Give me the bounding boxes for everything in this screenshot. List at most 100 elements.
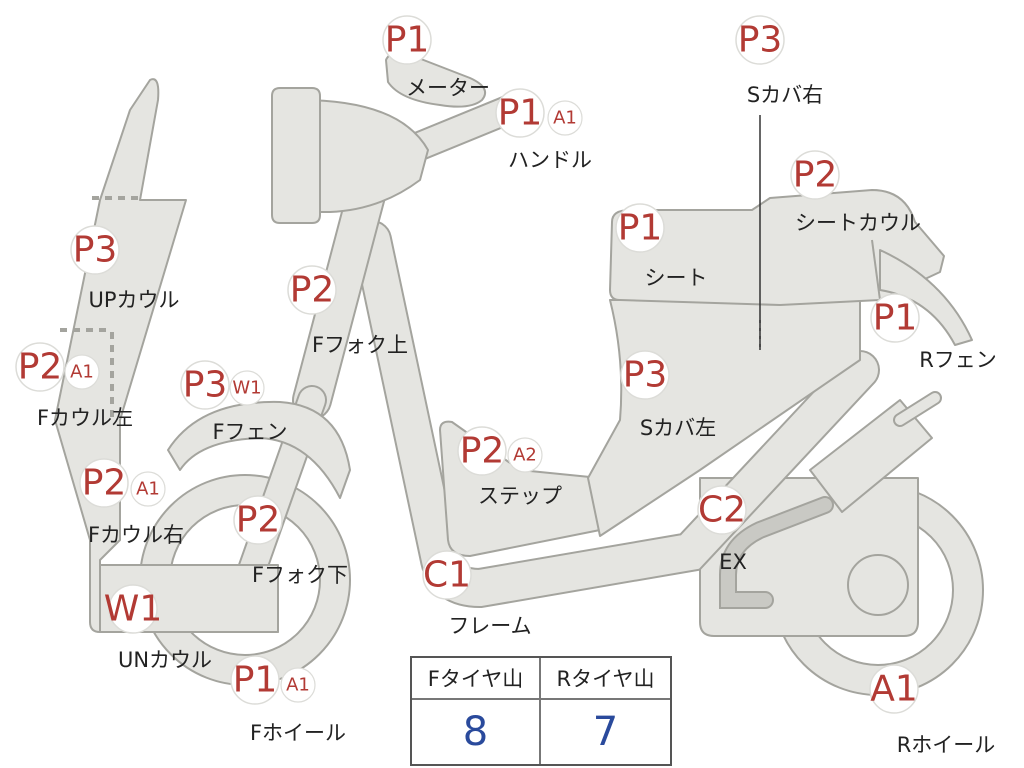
part-name-exhaust: EX xyxy=(719,550,747,574)
tire-tread-table: Fタイヤ山 Rタイヤ山 8 7 xyxy=(410,656,672,766)
part-name-f-cowl-right: Fカウル右 xyxy=(88,523,184,547)
front-fender-shape xyxy=(167,400,351,499)
grade-badge-frame: C1 xyxy=(422,550,472,600)
grade-text: P1 xyxy=(233,660,278,701)
grade-badge-f-cowl-left: P2 xyxy=(15,342,65,392)
grade-badge-step: P2 xyxy=(457,426,507,476)
rear-tire-value: 7 xyxy=(592,709,619,755)
rear-tire-header: Rタイヤ山 xyxy=(541,658,670,700)
rear-shock-shape xyxy=(809,399,933,513)
front-tire-value: 8 xyxy=(412,700,541,764)
grade-badge-f-fork-lower: P2 xyxy=(233,495,283,545)
headlight-shape xyxy=(271,87,321,224)
grade-badge-r-wheel: A1 xyxy=(869,664,919,714)
part-seat-cowl: P2 シートカウル xyxy=(790,150,921,235)
part-frame: C1 フレーム xyxy=(422,550,532,638)
grade-text: A1 xyxy=(136,479,160,500)
grade-text: P1 xyxy=(618,208,663,249)
part-seat: P1 シート xyxy=(615,203,708,290)
grade-text: W1 xyxy=(104,589,163,630)
part-name-handle: ハンドル xyxy=(508,148,592,172)
grade-text: P2 xyxy=(236,500,281,541)
part-name-step: ステップ xyxy=(478,484,562,508)
part-name-seat: シート xyxy=(645,266,708,290)
part-name-meter: メーター xyxy=(406,76,490,100)
grade-badge-up-cowl: P3 xyxy=(70,225,120,275)
grade-badge-exhaust: C2 xyxy=(697,485,747,535)
grade-badge-f-cowl-right-secondary: A1 xyxy=(130,471,166,507)
grade-text: P3 xyxy=(623,355,668,396)
grade-text: P3 xyxy=(183,365,228,406)
grade-badge-f-fork-upper: P2 xyxy=(287,265,337,315)
part-name-side-cover-right: Sカバ右 xyxy=(747,83,823,107)
grade-text: P2 xyxy=(82,463,127,504)
grade-text: A1 xyxy=(870,669,918,710)
part-name-un-cowl: UNカウル xyxy=(118,648,212,672)
grade-badge-f-wheel-secondary: A1 xyxy=(280,667,316,703)
grade-badge-un-cowl: W1 xyxy=(104,584,163,634)
grade-badge-r-fender: P1 xyxy=(870,293,920,343)
grade-text: A1 xyxy=(70,362,94,383)
grade-text: A1 xyxy=(553,108,577,129)
grade-badge-f-wheel: P1 xyxy=(230,655,280,705)
part-step: P2 A2 ステップ xyxy=(457,426,562,508)
part-name-r-wheel: Rホイール xyxy=(897,733,996,757)
part-meter: P1 メーター xyxy=(382,15,490,100)
grade-badge-handle: P1 xyxy=(495,88,545,138)
part-name-seat-cowl: シートカウル xyxy=(795,211,921,235)
grade-text: P2 xyxy=(290,270,335,311)
part-handle: P1 A1 ハンドル xyxy=(495,88,592,172)
front-tire-header: Fタイヤ山 xyxy=(412,658,541,700)
part-name-f-fork-lower: Fフォク下 xyxy=(252,563,348,587)
grade-badge-seat-cowl: P2 xyxy=(790,150,840,200)
part-name-f-wheel: Fホイール xyxy=(250,721,346,745)
grade-badge-f-cowl-left-secondary: A1 xyxy=(64,354,100,390)
part-name-f-fender: Fフェン xyxy=(212,420,287,444)
part-name-f-fork-upper: Fフォク上 xyxy=(312,333,408,357)
part-name-up-cowl: UPカウル xyxy=(88,288,179,312)
grade-badge-f-fender: P3 xyxy=(180,360,230,410)
grade-badge-side-cover-right: P3 xyxy=(735,15,785,65)
grade-badge-f-fender-secondary: W1 xyxy=(229,370,265,406)
grade-text: A1 xyxy=(286,675,310,696)
grade-badge-handle-secondary: A1 xyxy=(547,100,583,136)
steering-head-shape xyxy=(299,99,429,213)
grade-text: P1 xyxy=(873,298,918,339)
grade-badge-step-secondary: A2 xyxy=(507,437,543,473)
grade-badge-meter: P1 xyxy=(382,15,432,65)
part-name-f-cowl-left: Fカウル左 xyxy=(37,406,133,430)
grade-text: P2 xyxy=(18,347,63,388)
grade-badge-f-cowl-right: P2 xyxy=(79,458,129,508)
grade-badge-seat: P1 xyxy=(615,203,665,253)
grade-badge-side-cover-left: P3 xyxy=(620,350,670,400)
grade-text: W1 xyxy=(232,378,261,399)
grade-text: P2 xyxy=(793,155,838,196)
grade-text: P1 xyxy=(385,20,430,61)
grade-text: C2 xyxy=(698,490,746,531)
grade-text: A2 xyxy=(513,445,537,466)
grade-text: P3 xyxy=(73,230,118,271)
part-name-side-cover-left: Sカバ左 xyxy=(640,416,716,440)
grade-text: P3 xyxy=(738,20,783,61)
part-name-frame: フレーム xyxy=(448,614,531,638)
grade-text: C1 xyxy=(423,555,471,596)
rear-hub-shape xyxy=(847,554,909,616)
grade-text: P2 xyxy=(460,431,505,472)
seat-shape xyxy=(609,189,945,306)
part-name-r-fender: Rフェン xyxy=(919,348,997,372)
